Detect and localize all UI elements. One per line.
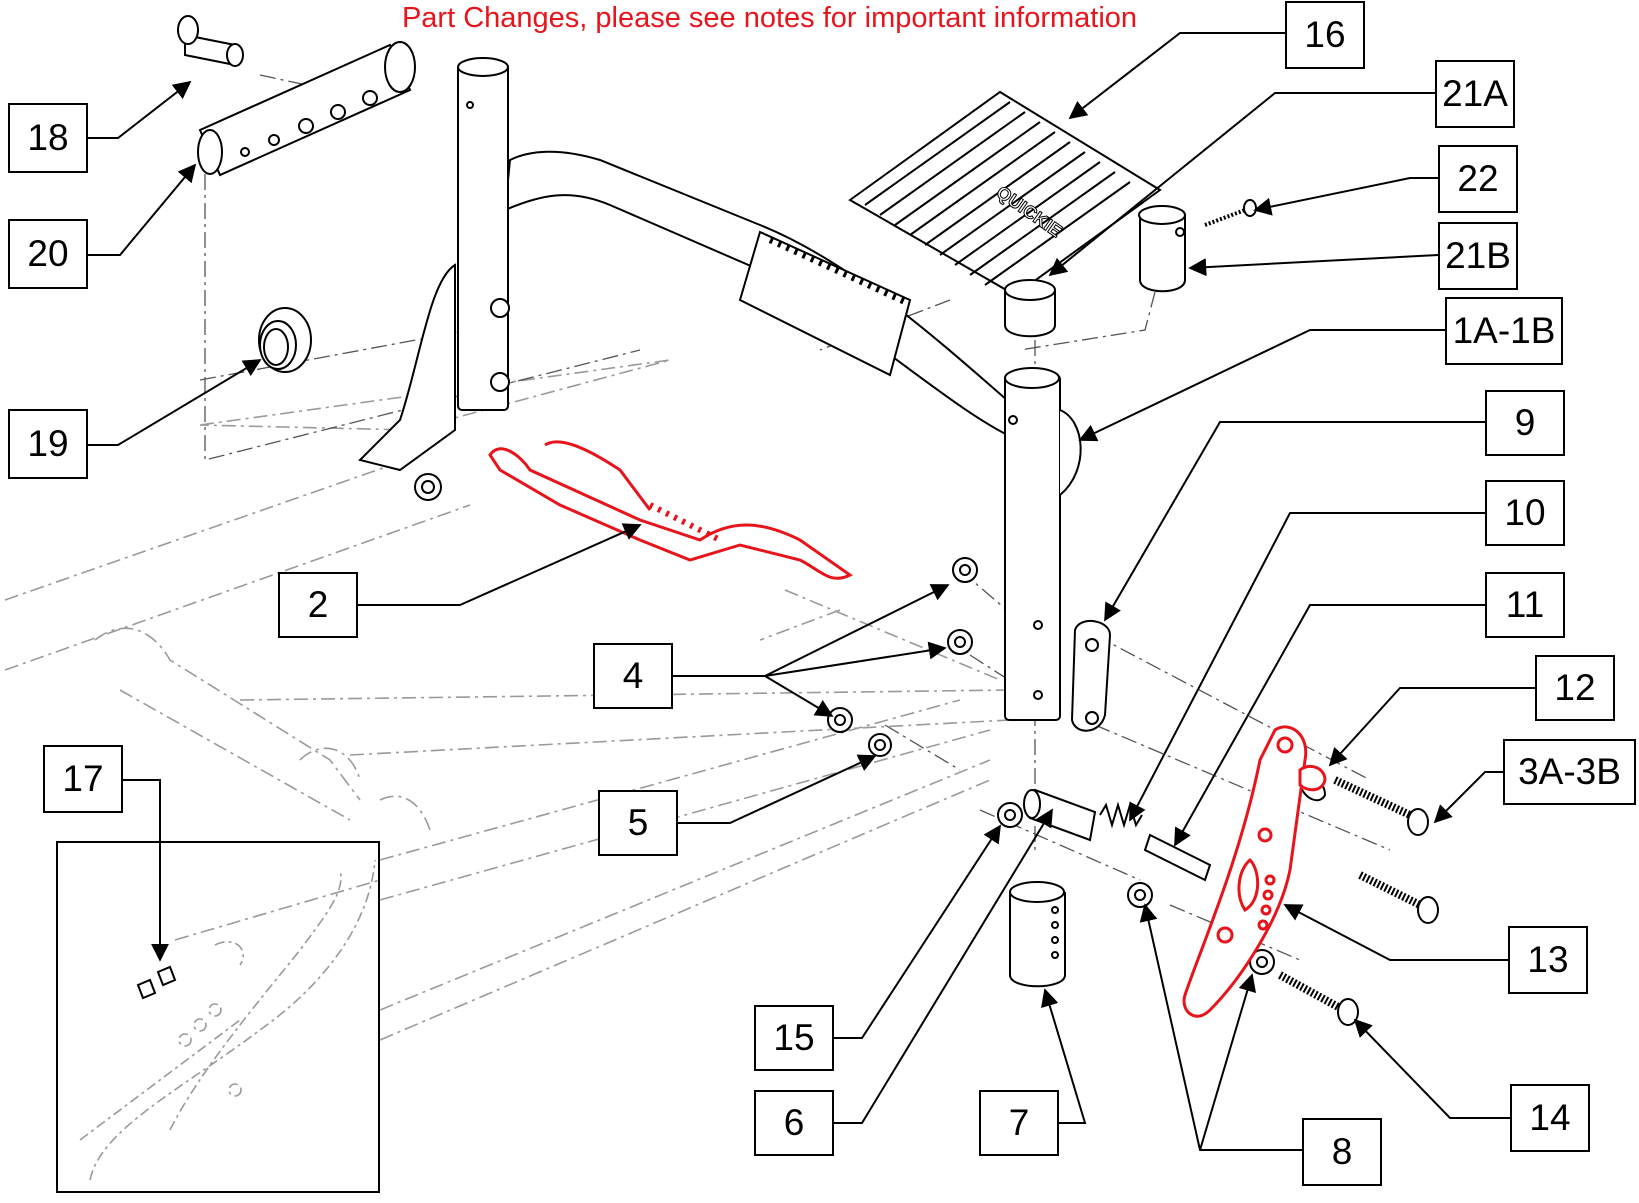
footrest-hanger-13-highlighted: [1182, 725, 1308, 1018]
callout-8: 8: [1302, 1118, 1382, 1186]
callout-7: 7: [979, 1090, 1059, 1156]
callout-22: 22: [1438, 145, 1518, 213]
handle-tube-20: [197, 41, 416, 177]
end-cap-21a: [1004, 279, 1056, 338]
strap-2-highlighted: [488, 440, 853, 580]
bushing-19: [258, 307, 312, 373]
callout-4: 4: [593, 643, 673, 709]
left-vertical-post: [358, 57, 510, 472]
screw-22: [1204, 199, 1257, 227]
ghost-frame-outline: [4, 359, 1011, 1041]
callout-21a: 21A: [1435, 60, 1515, 128]
callout-18: 18: [8, 103, 88, 173]
inset-ghost-hanger: [79, 859, 376, 1181]
callout-14: 14: [1510, 1084, 1590, 1152]
callout-2: 2: [278, 572, 358, 638]
inset-clips-17: [136, 965, 177, 1000]
bolts: [1278, 776, 1439, 1026]
callout-19: 19: [8, 409, 88, 479]
callout-21b: 21B: [1438, 222, 1518, 290]
callout-15: 15: [754, 1005, 834, 1071]
callout-20: 20: [8, 219, 88, 289]
callout-12: 12: [1535, 655, 1615, 721]
front-frame-tube: [503, 150, 1082, 721]
hardware-nuts-washers: [414, 473, 1275, 975]
sleeve-21b: [1138, 205, 1186, 293]
callout-17: 17: [43, 745, 123, 813]
part-changes-notice: Part Changes, please see notes for impor…: [401, 2, 1138, 34]
spring-10: [1099, 801, 1143, 829]
callout-9: 9: [1485, 390, 1565, 456]
callout-1a-1b: 1A-1B: [1445, 297, 1563, 365]
calf-grip-pad: [738, 230, 912, 377]
assembly-axis-lines: [199, 74, 1391, 961]
callout-5: 5: [598, 790, 678, 856]
callout-13: 13: [1508, 926, 1588, 994]
callout-6: 6: [754, 1090, 834, 1156]
bracket-9: [1070, 620, 1112, 732]
spacer-12-highlighted: [1298, 764, 1327, 792]
callout-11: 11: [1485, 572, 1565, 638]
inset-detail-box: [56, 841, 380, 1193]
callout-16: 16: [1285, 1, 1365, 69]
footplate: QUICKIE: [848, 90, 1162, 297]
bushing-7: [1009, 881, 1066, 988]
callout-3a-3b: 3A-3B: [1503, 739, 1636, 805]
pin-11: [1143, 833, 1212, 882]
callout-10: 10: [1485, 480, 1565, 546]
leader-lines: [88, 32, 1535, 1151]
plunger-6: [1023, 788, 1097, 842]
pin-18: [177, 15, 244, 67]
